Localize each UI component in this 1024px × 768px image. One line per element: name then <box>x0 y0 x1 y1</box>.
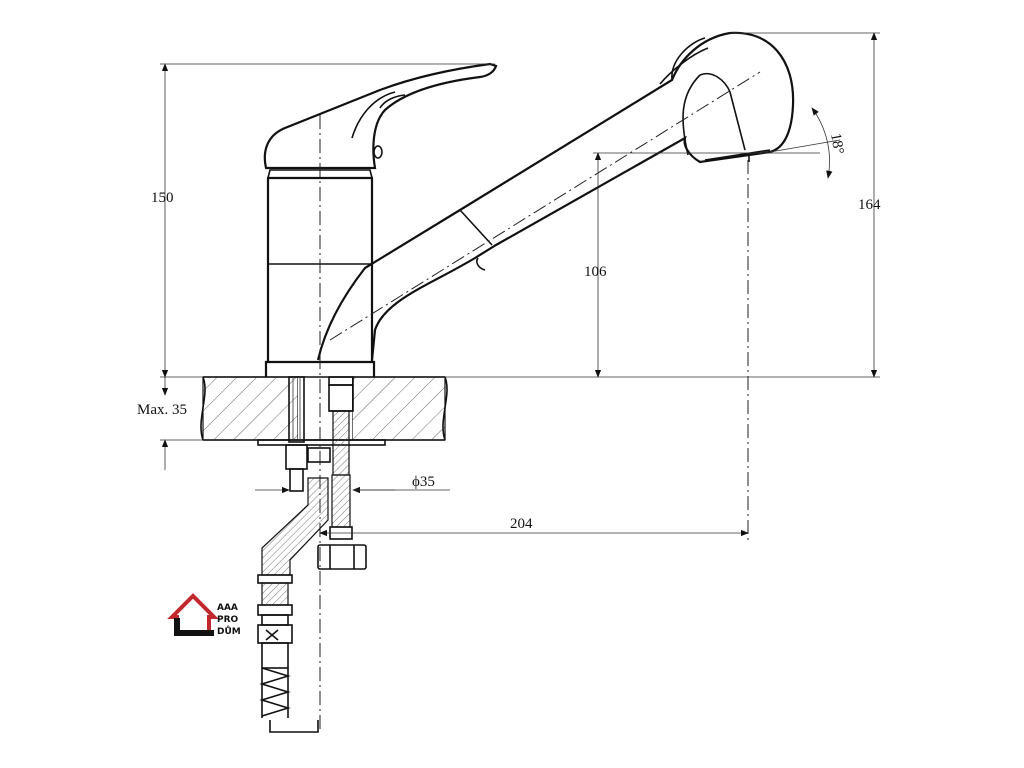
logo-line3: DŮM <box>217 625 241 637</box>
brand-logo: AAA PRO DŮM <box>167 593 241 637</box>
mounting-hardware <box>257 376 367 733</box>
center-lines <box>319 71 761 730</box>
faucet-body <box>264 169 376 377</box>
dim-spray-angle: 18° <box>827 132 846 155</box>
dim-height-total: 150 <box>151 190 174 206</box>
dim-hole-diameter: ϕ35 <box>412 474 435 490</box>
dim-height-spout: 164 <box>858 197 881 213</box>
dim-height-outlet: 106 <box>584 264 607 280</box>
countertop <box>200 376 448 446</box>
logo-line2: PRO <box>217 615 239 625</box>
dim-counter-thickness: Max. 35 <box>137 402 187 418</box>
logo-line1: AAA <box>217 603 238 613</box>
dimension-lines <box>160 32 880 537</box>
spout <box>316 31 795 361</box>
lever-handle <box>263 62 498 170</box>
dim-reach: 204 <box>510 516 533 532</box>
